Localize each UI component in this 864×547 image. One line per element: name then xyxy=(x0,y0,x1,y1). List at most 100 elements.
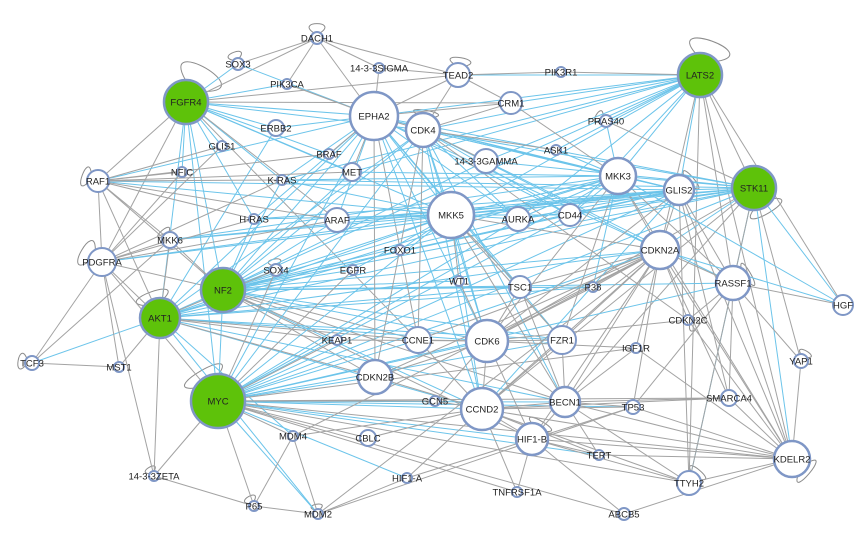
node-cblc[interactable]: CBLC xyxy=(355,429,381,447)
node-circle-egfr[interactable] xyxy=(347,264,359,276)
node-kdelr2[interactable]: KDELR2 xyxy=(772,439,812,479)
node-circle-cdkn2c[interactable] xyxy=(682,314,694,326)
node-dach1[interactable]: DACH1 xyxy=(301,31,333,45)
node-circle-braf[interactable] xyxy=(323,148,335,160)
node-circle-sox3[interactable] xyxy=(231,57,245,71)
node-tp53[interactable]: TP53 xyxy=(622,399,645,415)
node-circle-glis1[interactable] xyxy=(216,140,228,152)
node-cdk4[interactable]: CDK4 xyxy=(404,111,442,149)
node-circle-pras40[interactable] xyxy=(599,114,613,128)
node-circle-cdkn2a[interactable] xyxy=(639,229,681,271)
node-rassf1[interactable]: RASSF1 xyxy=(714,264,752,302)
node-circle-14-3-3sigma[interactable] xyxy=(373,62,385,74)
node-circle-fzr1[interactable] xyxy=(547,325,577,355)
node-keap1[interactable]: KEAP1 xyxy=(322,334,353,347)
node-hif1-a[interactable]: HIF1-A xyxy=(392,472,423,485)
node-circle-met[interactable] xyxy=(342,162,362,182)
node-mkk5[interactable]: MKK5 xyxy=(426,190,476,240)
node-tcf3[interactable]: TCF3 xyxy=(20,355,44,371)
node-nfic[interactable]: NFIC xyxy=(171,166,193,179)
node-circle-mdm2[interactable] xyxy=(312,508,324,520)
node-circle-pik3r1[interactable] xyxy=(555,66,567,78)
node-cdk6[interactable]: CDK6 xyxy=(464,318,510,364)
node-circle-sox4[interactable] xyxy=(269,263,283,277)
node-circle-tert[interactable] xyxy=(593,449,605,461)
node-tert[interactable]: TERT xyxy=(587,449,612,462)
node-ttyh2[interactable]: TTYH2 xyxy=(674,470,704,496)
node-ask1[interactable]: ASK1 xyxy=(544,144,568,157)
node-circle-keap1[interactable] xyxy=(331,334,343,346)
node-circle-smarca4[interactable] xyxy=(720,389,738,407)
node-mkk3[interactable]: MKK3 xyxy=(598,156,638,196)
node-wt1[interactable]: WT1 xyxy=(449,275,469,288)
node-circle-rassf1[interactable] xyxy=(714,264,752,302)
node-circle-hgf[interactable] xyxy=(832,294,854,316)
node-ccnd2[interactable]: CCND2 xyxy=(459,386,505,432)
node-circle-igf1r[interactable] xyxy=(630,342,642,354)
node-akt1[interactable]: AKT1 xyxy=(138,296,182,340)
node-circle-cd44[interactable] xyxy=(558,203,582,227)
node-circle-mdm4[interactable] xyxy=(287,430,299,442)
node-pdgfra[interactable]: PDGFRA xyxy=(82,247,122,277)
node-yap1[interactable]: YAP1 xyxy=(789,353,813,369)
node-p38[interactable]: P38 xyxy=(585,281,602,294)
node-circle-tead2[interactable] xyxy=(445,62,471,88)
node-circle-erbb2[interactable] xyxy=(267,119,285,137)
node-mdm2[interactable]: MDM2 xyxy=(304,508,332,521)
node-circle-tcf3[interactable] xyxy=(24,355,40,371)
node-nf2[interactable]: NF2 xyxy=(199,266,247,314)
node-gcn5[interactable]: GCN5 xyxy=(422,395,448,408)
node-circle-cdk6[interactable] xyxy=(464,318,510,364)
node-k-ras[interactable]: K-RAS xyxy=(267,174,297,187)
node-egfr[interactable]: EGFR xyxy=(340,264,367,277)
node-circle-abcb5[interactable] xyxy=(617,507,631,521)
node-circle-glis2[interactable] xyxy=(662,173,696,207)
node-circle-cblc[interactable] xyxy=(359,429,377,447)
node-mdm4[interactable]: MDM4 xyxy=(279,430,307,443)
node-igf1r[interactable]: IGF1R xyxy=(622,342,650,355)
node-circle-nf2[interactable] xyxy=(199,266,247,314)
node-erbb2[interactable]: ERBB2 xyxy=(260,119,292,137)
node-pras40[interactable]: PRAS40 xyxy=(588,114,624,128)
node-circle-wt1[interactable] xyxy=(453,275,465,287)
node-circle-dach1[interactable] xyxy=(310,31,324,45)
node-circle-mkk3[interactable] xyxy=(598,156,638,196)
node-cd44[interactable]: CD44 xyxy=(558,203,582,227)
node-glis1[interactable]: GLIS1 xyxy=(209,140,236,153)
node-cdkn2a[interactable]: CDKN2A xyxy=(639,229,681,271)
node-circle-yap1[interactable] xyxy=(793,353,809,369)
node-circle-tnfrsf1a[interactable] xyxy=(511,486,523,498)
node-smarca4[interactable]: SMARCA4 xyxy=(706,389,752,407)
node-circle-mst1[interactable] xyxy=(113,361,125,373)
node-circle-cdk4[interactable] xyxy=(404,111,442,149)
node-circle-stk11[interactable] xyxy=(730,164,778,212)
node-circle-ccne1[interactable] xyxy=(404,326,432,354)
node-circle-lats2[interactable] xyxy=(676,51,724,99)
node-circle-p38[interactable] xyxy=(587,281,599,293)
node-circle-akt1[interactable] xyxy=(138,296,182,340)
node-circle-ttyh2[interactable] xyxy=(676,470,702,496)
node-circle-raf1[interactable] xyxy=(86,169,110,193)
node-aurka[interactable]: AURKA xyxy=(502,206,535,232)
node-circle-aurka[interactable] xyxy=(505,206,531,232)
node-mst1[interactable]: MST1 xyxy=(106,361,132,374)
node-circle-p65[interactable] xyxy=(248,500,260,512)
node-14-3-3sigma[interactable]: 14-3-3SIGMA xyxy=(350,62,409,75)
node-crm1[interactable]: CRM1 xyxy=(498,91,525,115)
node-circle-cdkn2b[interactable] xyxy=(356,358,394,396)
node-lats2[interactable]: LATS2 xyxy=(676,51,724,99)
node-circle-becn1[interactable] xyxy=(548,385,582,419)
node-circle-pdgfra[interactable] xyxy=(87,247,117,277)
node-circle-hif1-a[interactable] xyxy=(401,472,413,484)
node-circle-pik3ca[interactable] xyxy=(281,78,293,90)
node-circle-ccnd2[interactable] xyxy=(459,386,505,432)
node-pik3r1[interactable]: PIK3R1 xyxy=(545,66,578,79)
node-hgf[interactable]: HGF xyxy=(832,294,854,316)
node-cdkn2c[interactable]: CDKN2C xyxy=(668,314,708,327)
node-stk11[interactable]: STK11 xyxy=(730,164,778,212)
node-met[interactable]: MET xyxy=(342,162,362,182)
node-14-3-3zeta[interactable]: 14-3-3ZETA xyxy=(128,470,180,483)
node-sox3[interactable]: SOX3 xyxy=(225,57,251,71)
node-circle-nfic[interactable] xyxy=(176,166,188,178)
node-foxo1[interactable]: FOXO1 xyxy=(384,244,416,257)
